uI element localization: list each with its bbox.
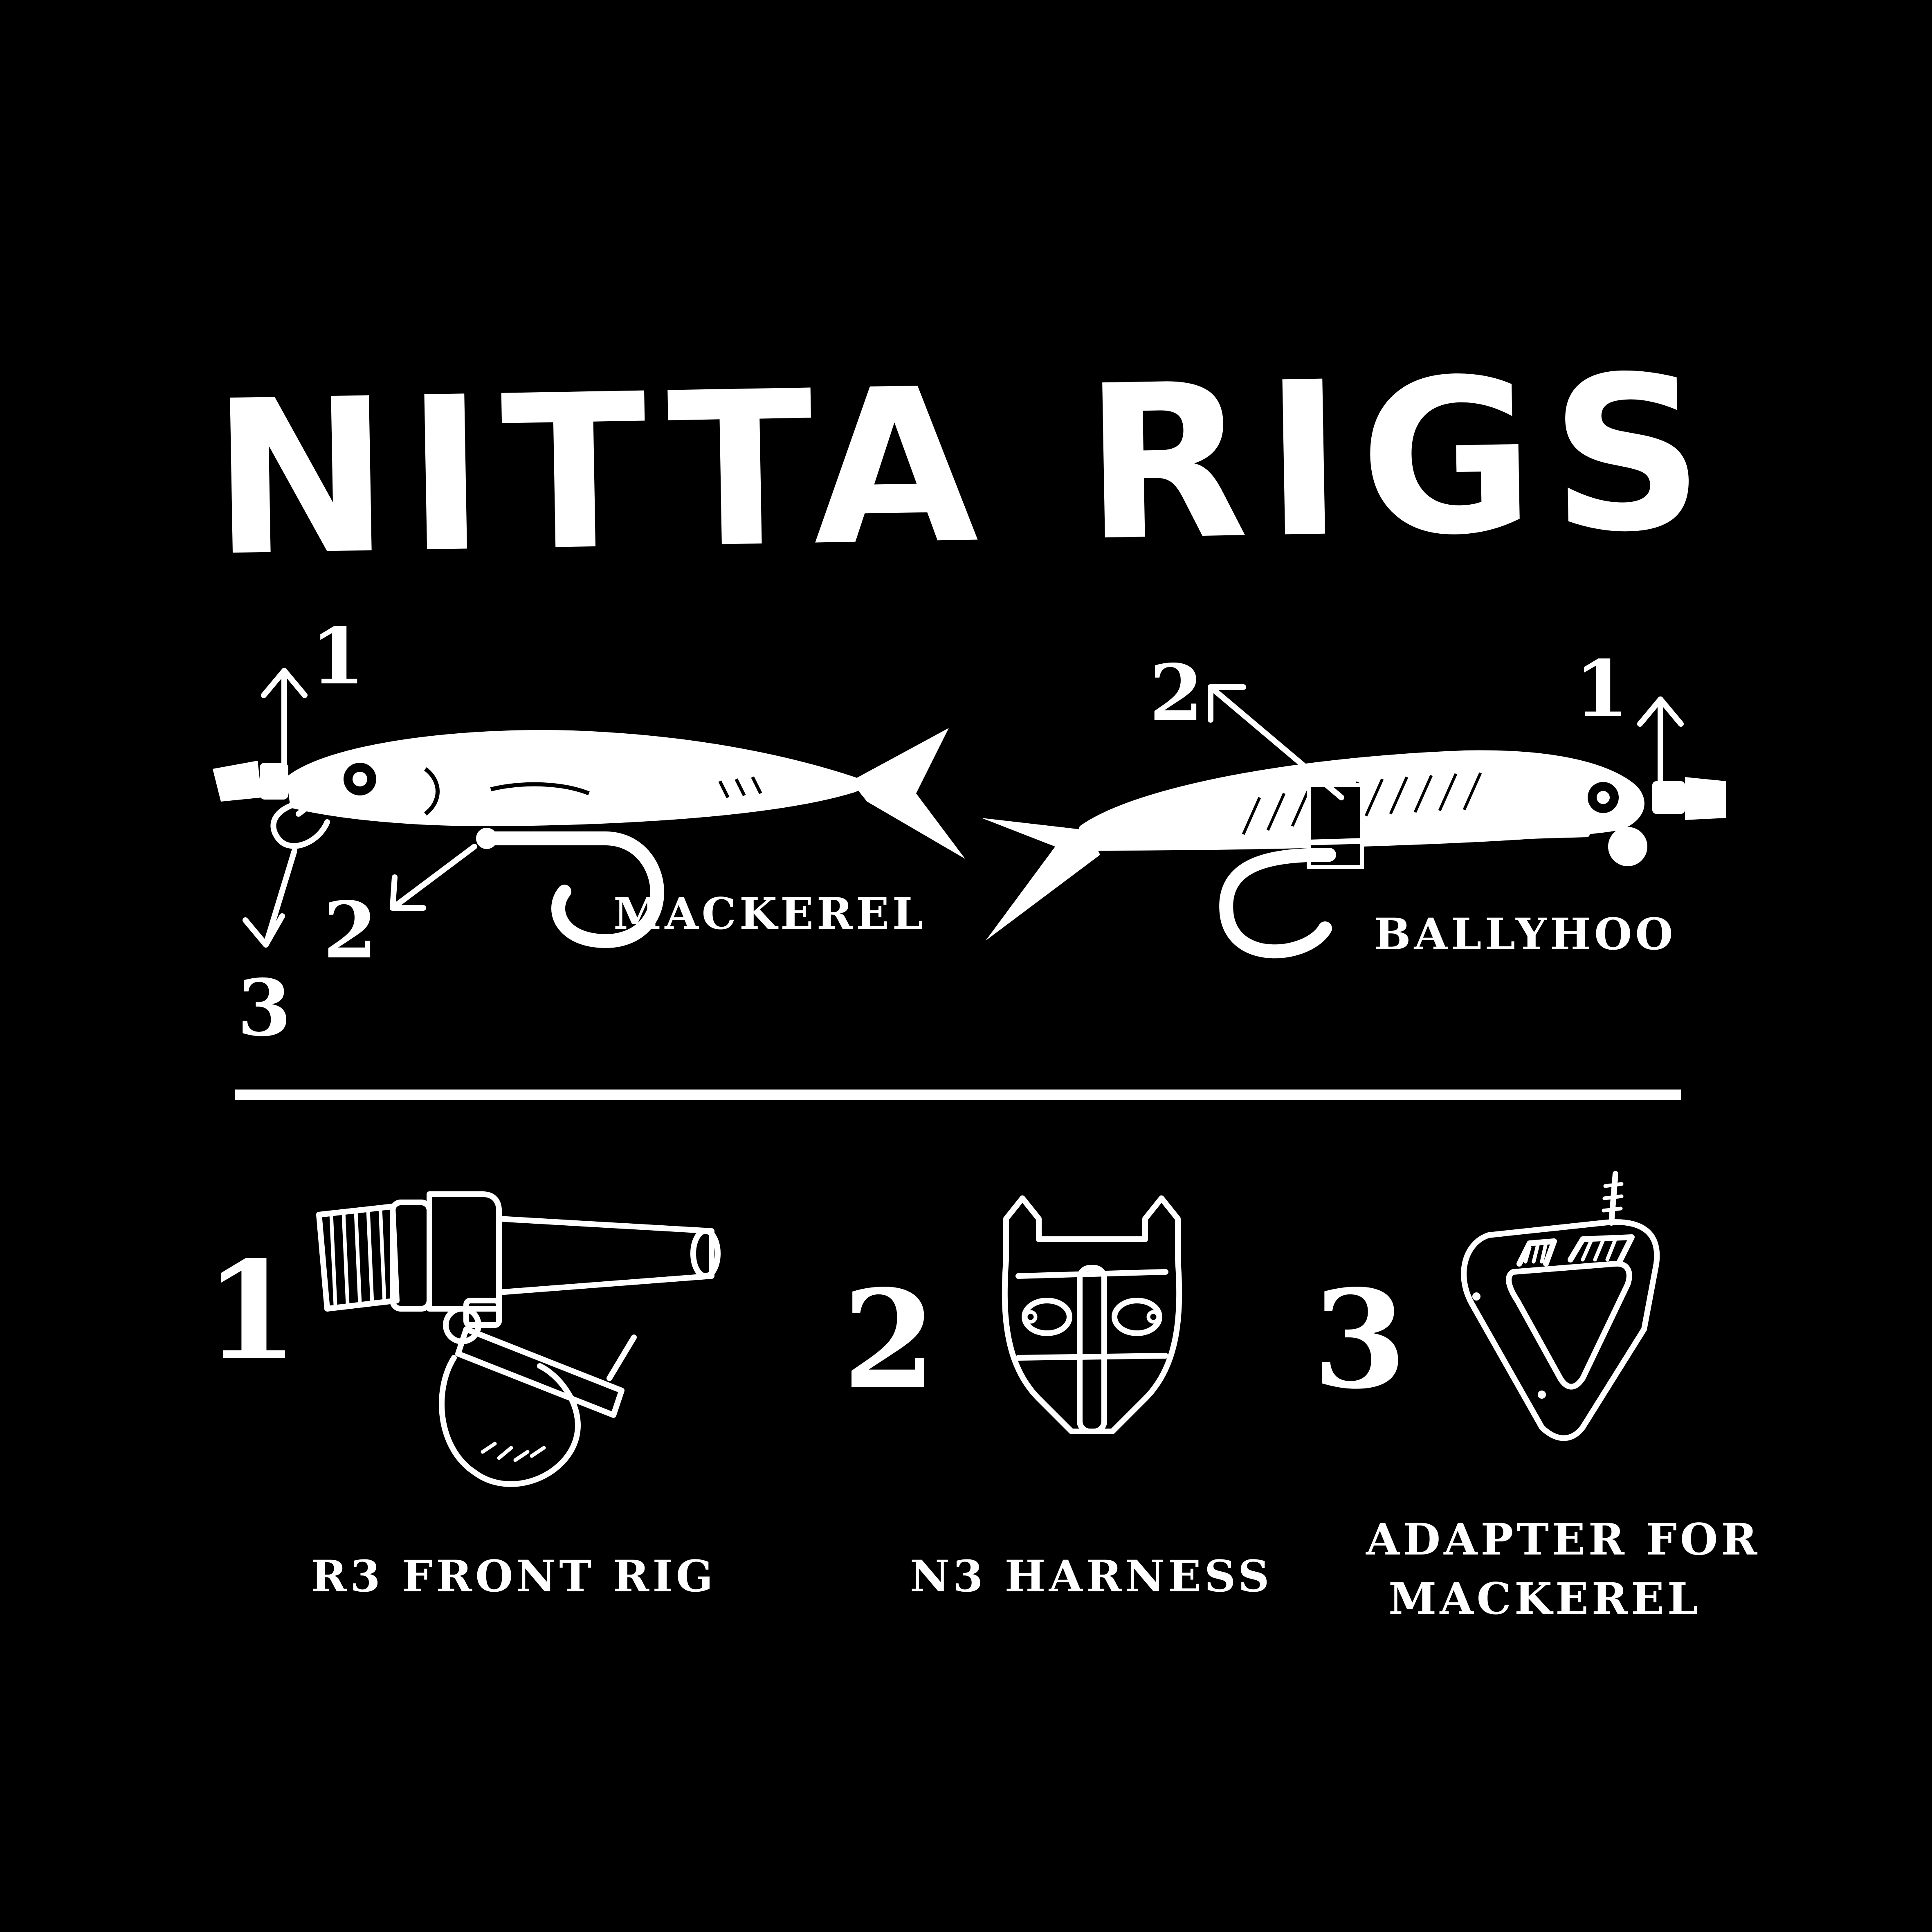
part-3-label-line2: MACKEREL (1388, 1573, 1701, 1624)
part-3-label-line1: ADAPTER FOR (1366, 1514, 1761, 1565)
adapter-icon (1461, 1171, 1660, 1441)
part-2-number: 2 (842, 1260, 937, 1419)
section-divider (235, 1090, 1681, 1100)
ballyhoo-label: BALLYHOO (1374, 908, 1676, 959)
mackerel-label: MACKEREL (613, 888, 926, 939)
part-1-number: 1 (204, 1231, 299, 1390)
mackerel-callout-2: 2 (323, 885, 377, 976)
part-2-label: N3 HARNESS (910, 1550, 1273, 1602)
ballyhoo-callout-1: 1 (1575, 643, 1629, 735)
part-1-label: R3 FRONT RIG (311, 1550, 717, 1602)
ballyhoo-rig-illustration (982, 684, 1726, 959)
harness-icon (1002, 1195, 1182, 1434)
part-3-number: 3 (1313, 1260, 1407, 1419)
ballyhoo-callout-2: 2 (1149, 647, 1204, 739)
mackerel-callout-1: 1 (311, 611, 365, 702)
page-title: NITTA RIGS (209, 329, 1723, 604)
mackerel-callout-3: 3 (237, 962, 292, 1054)
mackerel-rig-illustration (213, 668, 965, 948)
front-rig-icon (316, 1191, 721, 1487)
